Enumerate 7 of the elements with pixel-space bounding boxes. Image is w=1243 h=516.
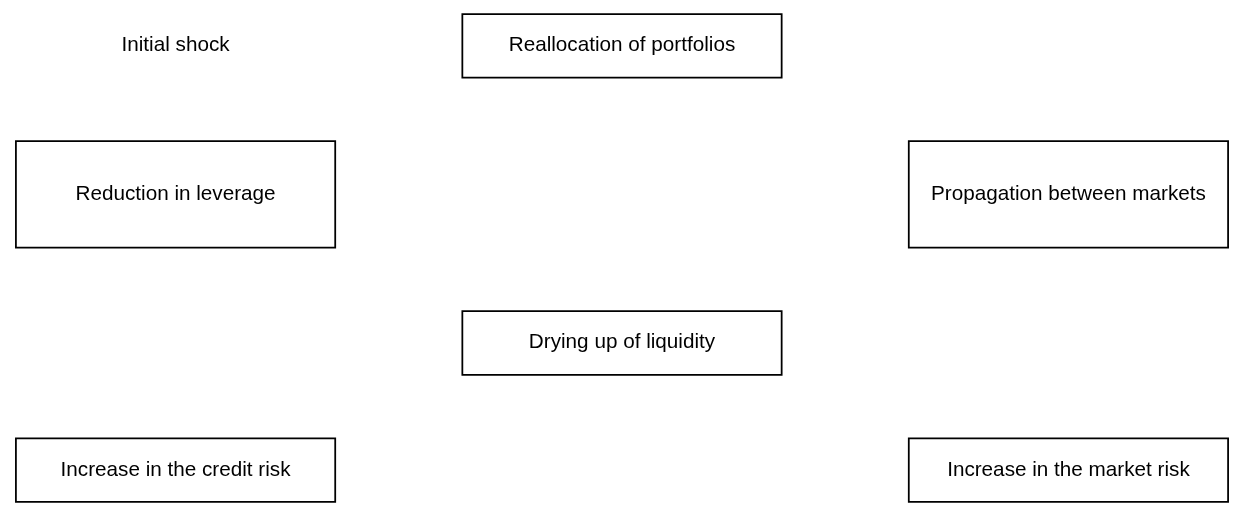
node-box: Propagation between markets bbox=[907, 140, 1229, 249]
node-box: Increase in the market risk bbox=[907, 437, 1229, 503]
node-box: Reallocation of portfolios bbox=[460, 13, 783, 79]
node-box: Reduction in leverage bbox=[14, 140, 336, 249]
node-box: Drying up of liquidity bbox=[460, 310, 783, 376]
node-box: Increase in the credit risk bbox=[14, 437, 336, 503]
label: Initial shock bbox=[121, 32, 230, 56]
